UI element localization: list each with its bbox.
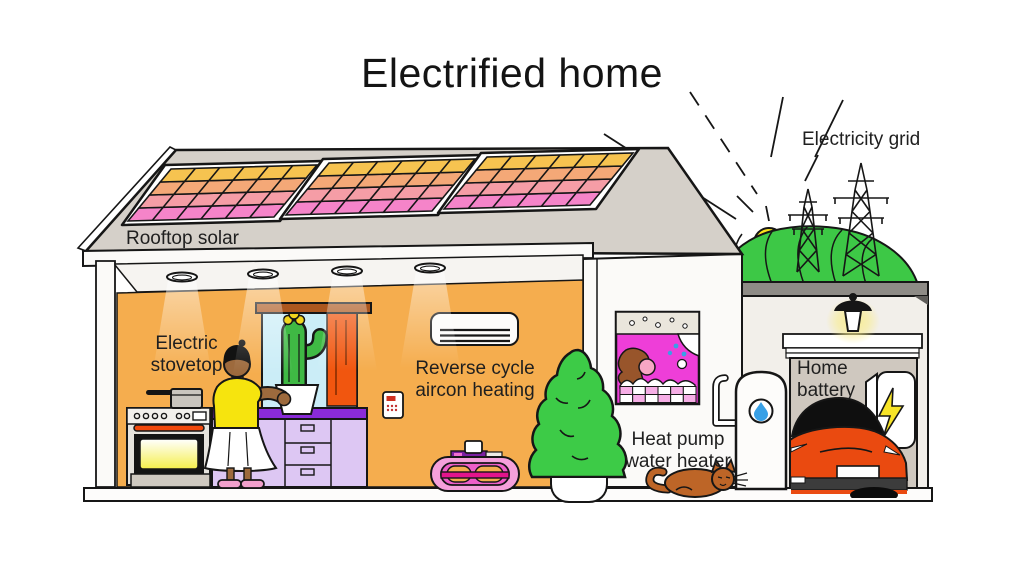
light-cone <box>400 271 460 368</box>
cooking-pot <box>146 388 203 409</box>
water-heater <box>712 370 788 491</box>
shower-head <box>676 333 700 358</box>
page-title: Electrified home <box>361 50 663 96</box>
light-cone <box>152 280 212 377</box>
tree-pot <box>550 476 608 503</box>
bath-bubbles <box>619 378 696 389</box>
aircon-label: Reverse cycle aircon heating <box>415 358 535 402</box>
car-wheel <box>850 487 898 498</box>
bather-hair <box>617 347 651 387</box>
side-table <box>430 440 520 492</box>
power-pylon-large <box>833 162 889 277</box>
shirt <box>212 376 263 429</box>
cactus <box>274 308 328 415</box>
hand <box>276 391 292 407</box>
light-cone <box>233 277 293 374</box>
home-battery-label: Home battery <box>797 358 856 402</box>
bathroom-window <box>614 310 701 406</box>
solar-panel <box>278 153 483 221</box>
heating-element <box>133 424 205 432</box>
electric-car <box>791 396 909 498</box>
thermostat-remote <box>382 391 404 419</box>
car-headlight <box>791 443 808 453</box>
power-pylon-small <box>788 188 828 273</box>
light-cone <box>317 274 377 371</box>
cup <box>464 440 483 454</box>
electricity-grid-label: Electricity grid <box>802 129 921 150</box>
stove <box>126 407 211 488</box>
garage-roof-slab <box>730 281 929 297</box>
stove-knobs <box>133 411 207 421</box>
garage-door-slat <box>785 347 920 354</box>
license-plate <box>836 465 880 479</box>
bathtub <box>619 386 697 403</box>
bather-face <box>638 358 656 376</box>
shoe <box>240 479 265 489</box>
oven-window <box>139 438 199 470</box>
water-drops <box>667 343 687 357</box>
solar-panel <box>436 147 641 215</box>
shoe <box>217 479 242 489</box>
house <box>76 146 745 492</box>
water-drop-icon <box>754 402 768 421</box>
cat <box>645 457 748 498</box>
downlights <box>152 262 460 377</box>
solar-panels <box>120 147 641 227</box>
rooftop-solar-label: Rooftop solar <box>126 228 240 249</box>
wall-lamp-icon <box>826 293 880 344</box>
roof-fascia <box>82 241 594 268</box>
car-headlight <box>883 445 901 456</box>
house-left-wall <box>95 260 116 488</box>
slab-corner <box>914 296 928 305</box>
car-canopy <box>791 396 886 438</box>
solar-panel <box>120 159 325 227</box>
electric-stovetop-label: Electric stovetop <box>150 333 223 377</box>
christmas-tree <box>527 348 628 503</box>
heat-pump-label: Heat pump water heater <box>625 429 731 473</box>
cat-face <box>717 472 748 487</box>
car-bumper <box>791 477 908 491</box>
